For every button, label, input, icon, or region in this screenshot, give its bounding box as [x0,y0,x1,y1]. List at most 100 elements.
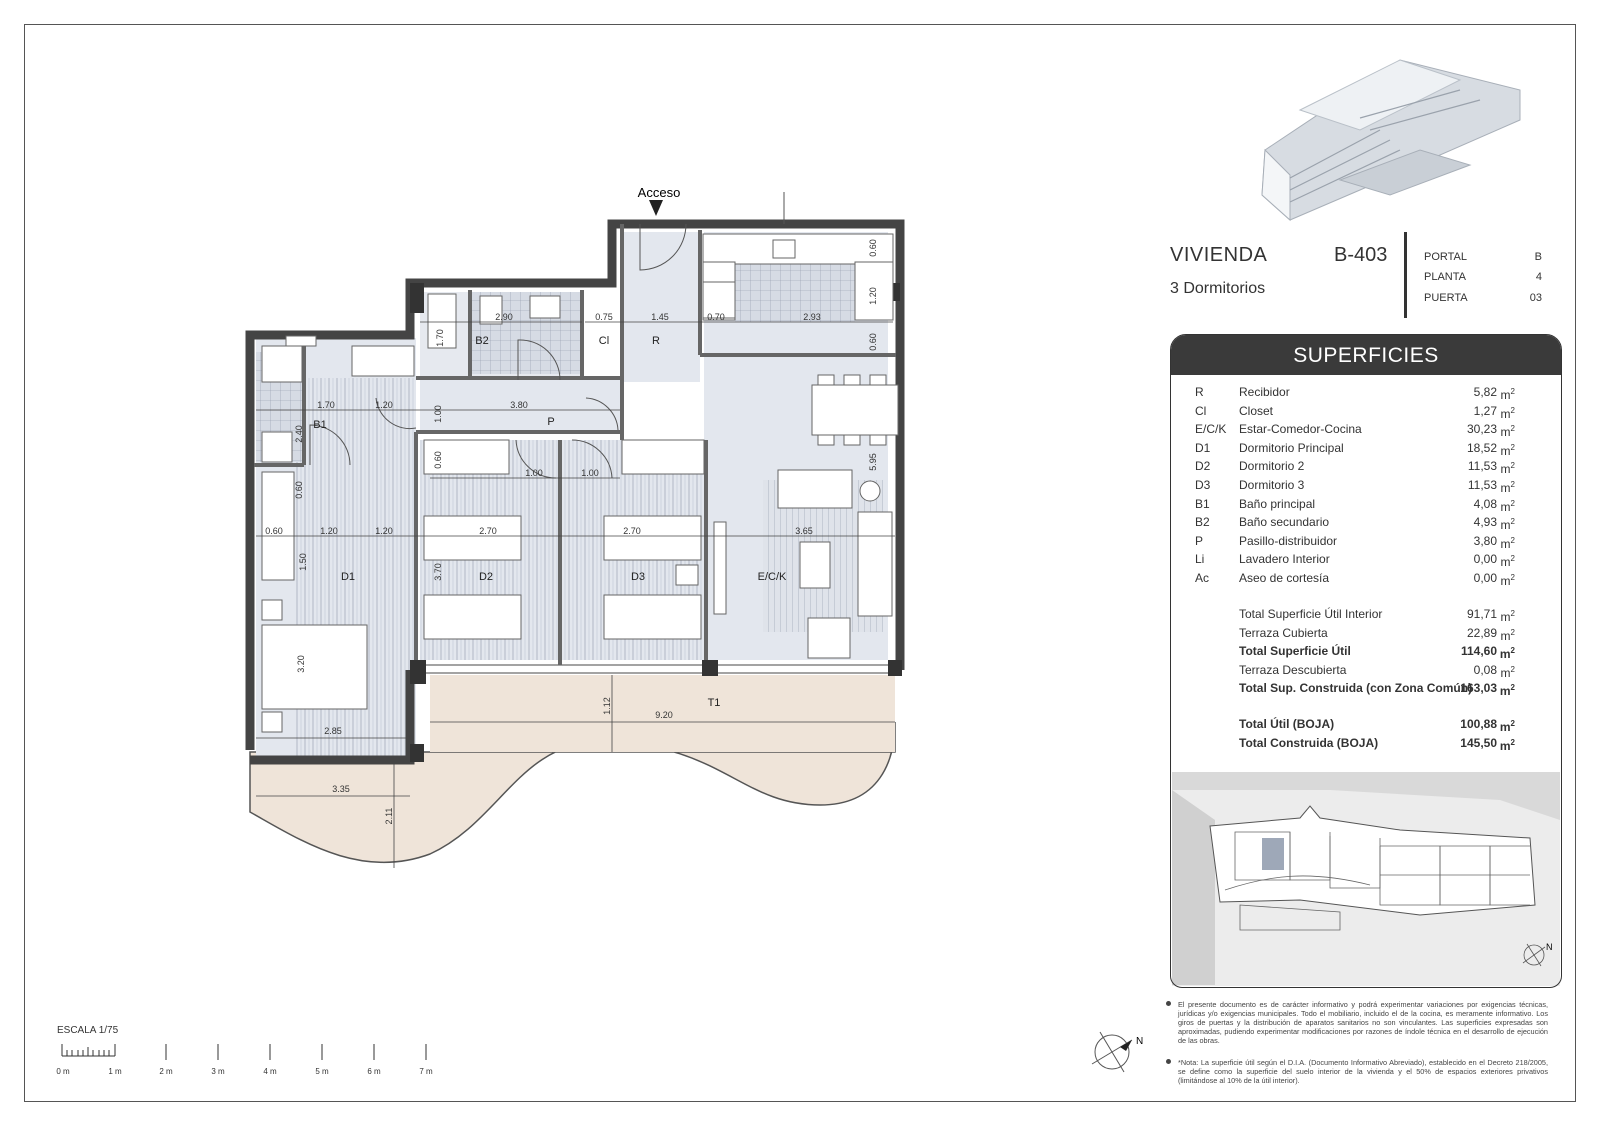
svg-text:3.20: 3.20 [296,655,306,673]
area-unit: m2 [1500,498,1515,514]
room-name: Total Superficie Útil [1239,644,1351,659]
svg-text:2.85: 2.85 [324,726,342,736]
room-area: 5,82 [1473,385,1497,399]
scale-tick-7: 7 m [419,1067,433,1076]
svg-text:9.20: 9.20 [655,710,673,720]
svg-text:T1: T1 [708,697,721,709]
room-name: Total Construida (BOJA) [1239,735,1379,750]
area-unit: m2 [1499,683,1515,699]
scale-bar [61,1044,427,1060]
room-name: Baño secundario [1239,515,1330,530]
room-code: Ac [1195,571,1210,585]
room-name: Baño principal [1239,496,1316,511]
svg-text:1.20: 1.20 [320,526,338,536]
svg-text:2.11: 2.11 [384,808,394,825]
svg-text:2.40: 2.40 [294,425,304,443]
area-unit: m2 [1500,573,1515,588]
dia-note: *Nota: La superficie útil según el D.I.A… [1166,1058,1548,1085]
svg-text:1.70: 1.70 [435,329,445,347]
scale-tick-1: 1 m [108,1067,122,1076]
room-area: 3,80 [1473,533,1497,548]
svg-text:1.20: 1.20 [375,526,393,536]
room-name: Total Superficie Útil Interior [1239,607,1383,621]
page-frame [24,24,1576,1102]
area-unit: m2 [1500,554,1515,570]
room-area: 4,93 [1473,515,1497,530]
floor-pasillo [420,380,620,430]
svg-text:D1: D1 [341,571,355,583]
room-name: Terraza Descubierta [1239,662,1347,677]
area-unit: m2 [1500,664,1515,680]
svg-text:0.60: 0.60 [294,481,304,499]
dormitorios-label: 3 Dormitorios [1170,280,1266,297]
svg-text:2.70: 2.70 [479,526,497,536]
scale-tick-3: 3 m [211,1067,225,1076]
room-code: B1 [1195,496,1210,511]
area-unit: m2 [1500,535,1515,551]
svg-text:1.20: 1.20 [868,287,878,305]
area-unit: m2 [1500,627,1515,643]
north-arrow-icon [1091,1031,1133,1073]
svg-text:2.93: 2.93 [803,312,821,322]
vivienda-label: VIVIENDA [1170,244,1268,266]
svg-text:E/C/K: E/C/K [758,571,787,583]
svg-text:R: R [652,335,660,347]
site-map-north: N [1546,942,1553,952]
room-labels: B2 Cl R B1 P D1 D2 D3 E/C/K T1 [313,335,787,709]
area-unit: m2 [1500,461,1515,477]
vivienda-code: B-403 [1334,244,1388,266]
svg-text:3.65: 3.65 [795,526,813,536]
area-unit: m2 [1500,405,1515,421]
svg-text:P: P [547,416,554,428]
svg-text:1.00: 1.00 [581,468,599,478]
room-area: 22,89 [1466,625,1497,640]
room-code: D1 [1195,440,1211,455]
room-code: D3 [1195,478,1211,492]
room-area: 0,08 [1473,662,1497,677]
room-area: 4,08 [1473,496,1497,511]
scale-tick-4: 4 m [263,1067,277,1076]
svg-text:2.70: 2.70 [623,526,641,536]
scale-label: ESCALA 1/75 [57,1025,119,1036]
svg-text:1.45: 1.45 [651,312,669,322]
svg-text:B1: B1 [313,419,326,431]
scale-tick-6: 6 m [367,1067,381,1076]
svg-text:0.60: 0.60 [868,333,878,351]
header-divider [1404,232,1407,318]
svg-text:1.50: 1.50 [298,553,308,571]
area-unit: m2 [1500,387,1515,402]
room-code: Li [1195,552,1205,567]
building-render-image [1261,59,1521,222]
room-code: D2 [1195,459,1211,474]
area-unit: m2 [1499,646,1515,662]
svg-text:3.70: 3.70 [433,563,443,581]
room-area: 114,60 [1460,644,1497,659]
svg-text:D3: D3 [631,571,645,583]
area-unit: m2 [1500,517,1515,533]
svg-text:0.75: 0.75 [595,312,613,322]
room-name: Aseo de cortesía [1239,571,1330,585]
area-unit: m2 [1499,719,1515,734]
room-name: Total Útil (BOJA) [1239,717,1335,731]
svg-text:1.70: 1.70 [317,400,335,410]
area-unit: m2 [1500,442,1515,458]
room-name: Dormitorio Principal [1239,440,1344,455]
access-label: Acceso [638,185,681,200]
svg-text:0.70: 0.70 [707,312,725,322]
